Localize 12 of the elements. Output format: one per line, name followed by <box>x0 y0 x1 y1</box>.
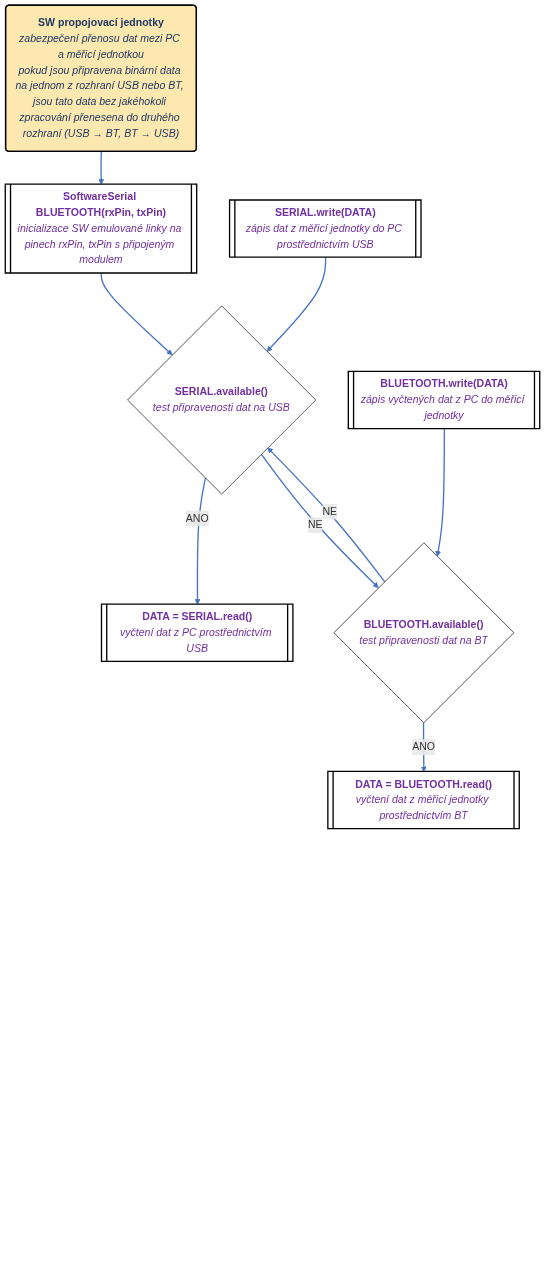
arrow <box>100 272 173 356</box>
arrow <box>435 428 445 557</box>
edge-label: NE <box>307 519 323 531</box>
arrow <box>260 453 379 589</box>
arrow <box>267 447 386 583</box>
edge-label: ANO <box>412 741 435 753</box>
arrow <box>194 477 207 605</box>
node-diamond: SERIAL.available() test připravenosti dat na USB <box>127 305 317 495</box>
node-diamond: BLUETOOTH.available() test připravenosti dat na BT <box>333 542 515 724</box>
edge-label: NE <box>322 505 338 517</box>
arrow <box>98 150 105 185</box>
edge-label: ANO <box>185 512 209 524</box>
